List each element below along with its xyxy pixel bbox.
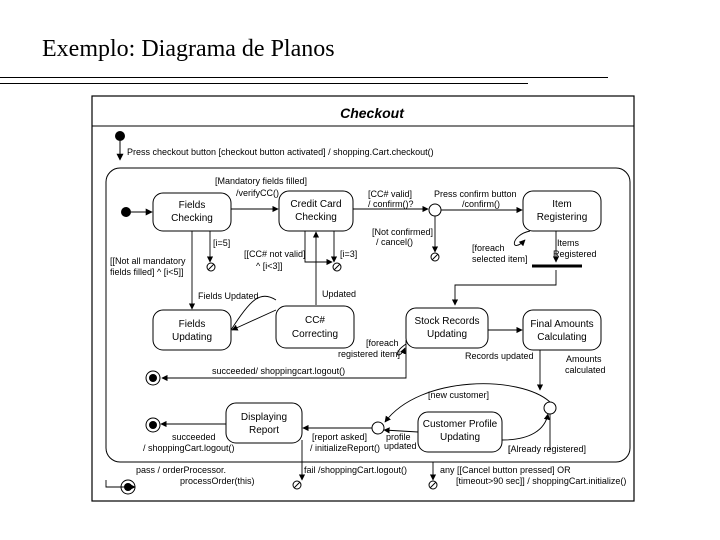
label-cc-valid-1: [CC# valid] [368, 189, 412, 199]
terminate-node-cc [332, 262, 342, 272]
label-succeeded-2b: / shoppingCart.logout() [143, 443, 235, 453]
svg-text:Report: Report [249, 425, 279, 436]
svg-text:Checking: Checking [171, 213, 213, 224]
svg-text:Final Amounts: Final Amounts [530, 319, 593, 330]
label-cc-valid-2: / confirm()? [368, 199, 414, 209]
amounts-junction [543, 401, 557, 415]
terminate-node-fields [206, 262, 216, 272]
svg-text:Checking: Checking [295, 212, 337, 223]
svg-text:Registering: Registering [537, 212, 588, 223]
label-not-confirmed-1: [Not confirmed] [372, 227, 433, 237]
label-fields-updated: Fields Updated [198, 291, 259, 301]
label-succeeded-2a: succeeded [172, 432, 216, 442]
label-mandatory-1: [Mandatory fields filled] [215, 176, 307, 186]
terminate-node-confirm [430, 252, 440, 262]
composite-checkout-state [105, 167, 631, 463]
label-i-eq-3: [i=3] [340, 249, 357, 259]
slide-title: Exemplo: Diagrama de Planos [42, 36, 335, 62]
press-checkout-label: Press checkout button [checkout button a… [127, 147, 434, 157]
label-new-customer: [new customer] [428, 390, 489, 400]
label-items-registered-2: Registered [553, 249, 597, 259]
label-report-asked-1: [report asked] [312, 432, 367, 442]
svg-text:Customer Profile: Customer Profile [423, 419, 498, 430]
label-already-registered-text: [Already registered] [508, 444, 586, 454]
frame-title: Checkout [340, 105, 405, 121]
label-already-registered: [ [508, 444, 511, 454]
label-pass-process-2: processOrder(this) [180, 476, 255, 486]
label-pass-process-1: pass / orderProcessor. [136, 465, 226, 475]
label-press-confirm-1: Press confirm button [434, 189, 517, 199]
state-customer-profile-updating: Customer Profile Updating [417, 411, 503, 453]
state-cc-correcting: CC# Correcting [275, 305, 355, 349]
state-credit-card-checking: Credit Card Checking [278, 190, 354, 232]
label-foreach-selected-1: [foreach [472, 243, 505, 253]
state-item-registering: Item Registering [522, 190, 602, 232]
final-state-1 [145, 370, 161, 386]
label-report-asked-2: / initializeReport() [310, 443, 380, 453]
label-foreach-selected-2: selected item] [472, 254, 528, 264]
label-fail-logout: fail /shoppingCart.logout() [304, 465, 407, 475]
label-press-confirm-2: /confirm() [462, 199, 500, 209]
label-i-eq-5: [i=5] [213, 238, 230, 248]
state-fields-updating: Fields Updating [152, 309, 232, 351]
label-cancel-timeout-1: any [[Cancel button pressed] OR [440, 465, 571, 475]
final-state-2 [145, 417, 161, 433]
title-underline-bottom [0, 83, 528, 84]
label-records-updated: Records updated [465, 351, 534, 361]
diagram-frame [91, 95, 635, 502]
label-profile-updated-1: profile [386, 432, 411, 442]
title-underline-top [0, 77, 608, 78]
label-foreach-registered-1: [foreach [366, 338, 399, 348]
state-final-amounts-calculating: Final Amounts Calculating [522, 309, 602, 351]
svg-text:Updating: Updating [427, 329, 467, 340]
svg-text:Credit Card: Credit Card [290, 199, 341, 210]
label-cc-not-valid-1: [[CC# not valid] [244, 249, 306, 259]
state-displaying-report: Displaying Report [225, 402, 303, 444]
cc-junction [428, 203, 442, 217]
label-profile-updated-2: updated [384, 441, 417, 451]
label-cancel-timeout-2: [timeout>90 sec]] / shoppingCart.initial… [456, 476, 626, 486]
terminate-node-pass [292, 480, 302, 490]
svg-text:Updating: Updating [440, 432, 480, 443]
label-mandatory-2: /verifyCC() [236, 188, 279, 198]
label-not-all-mandatory-2: fields filled] ^ [i<5]] [110, 267, 184, 277]
terminate-node-cancel [428, 480, 438, 490]
svg-text:Fields: Fields [179, 200, 206, 211]
svg-text:CC#: CC# [305, 315, 325, 326]
svg-text:Correcting: Correcting [292, 329, 338, 340]
label-amounts-calculated-2: calculated [565, 365, 606, 375]
outer-initial-state [115, 131, 125, 141]
label-succeeded-logout: succeeded/ shoppingcart.logout() [212, 366, 345, 376]
state-stock-records-updating: Stock Records Updating [405, 307, 489, 349]
svg-text:Fields: Fields [179, 319, 206, 330]
label-foreach-registered-2: registered item] [338, 349, 400, 359]
state-fields-checking: Fields Checking [152, 192, 232, 232]
svg-text:Item: Item [552, 199, 571, 210]
label-not-confirmed-2: / cancel() [376, 237, 413, 247]
profile-junction [371, 421, 385, 435]
svg-text:Updating: Updating [172, 332, 212, 343]
svg-text:Stock Records: Stock Records [414, 316, 479, 327]
svg-text:Displaying: Displaying [241, 412, 287, 423]
label-amounts-calculated-1: Amounts [566, 354, 602, 364]
svg-text:Calculating: Calculating [537, 332, 586, 343]
label-not-all-mandatory-1: [[Not all mandatory [110, 256, 186, 266]
label-items-registered-1: Items [557, 238, 580, 248]
label-updated: Updated [322, 289, 356, 299]
label-cc-not-valid-2: ^ [i<3]] [256, 261, 283, 271]
inner-initial-state [121, 207, 131, 217]
